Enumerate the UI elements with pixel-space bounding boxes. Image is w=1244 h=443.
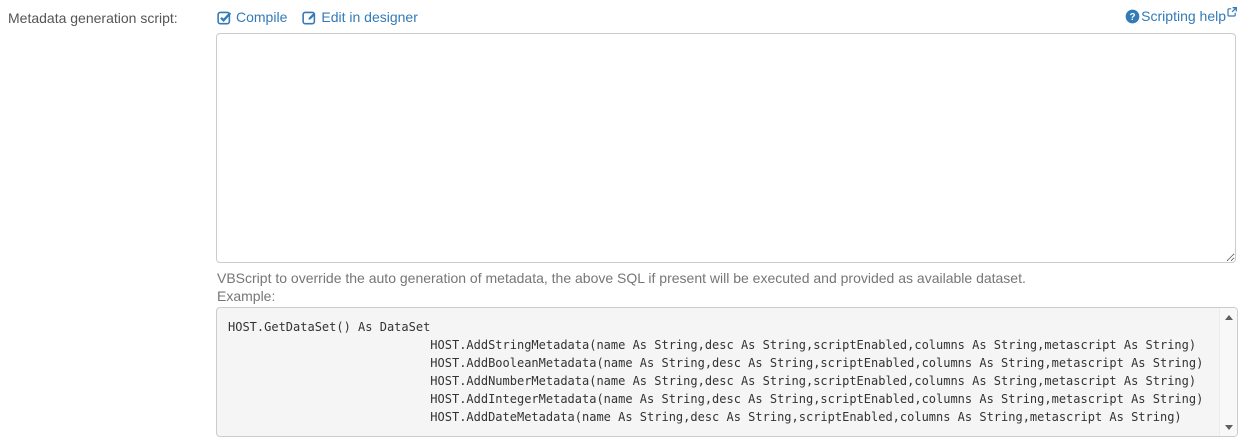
compile-button[interactable]: Compile (217, 9, 287, 25)
scroll-up-button[interactable] (1220, 309, 1237, 325)
example-label: Example: (217, 288, 276, 304)
external-link-icon (1227, 7, 1237, 17)
code-line: HOST.AddNumberMetadata(name As String,de… (228, 374, 1197, 388)
svg-text:?: ? (1130, 11, 1136, 22)
compile-button-label: Compile (236, 9, 288, 25)
edit-in-designer-button[interactable]: Edit in designer (302, 9, 418, 25)
example-code-content: HOST.GetDataSet() As DataSet HOST.AddStr… (217, 308, 1220, 436)
question-circle-icon: ? (1125, 9, 1140, 24)
scroll-down-arrow-icon (1224, 424, 1233, 430)
metadata-generation-script-label: Metadata generation script: (8, 10, 178, 26)
scroll-up-arrow-icon (1224, 314, 1233, 320)
code-line: HOST.GetDataSet() As DataSet (228, 320, 431, 334)
code-block-scrollbar[interactable] (1219, 308, 1237, 436)
example-code-block: HOST.GetDataSet() As DataSet HOST.AddStr… (216, 307, 1238, 437)
scripting-help-link-label: Scripting help (1141, 8, 1226, 24)
code-line: HOST.AddStringMetadata(name As String,de… (228, 338, 1197, 352)
code-line: HOST.AddBooleanMetadata(name As String,d… (228, 356, 1204, 370)
check-square-icon (217, 10, 232, 25)
code-line: HOST.AddIntegerMetadata(name As String,d… (228, 392, 1204, 406)
pencil-square-icon (302, 10, 317, 25)
script-toolbar: Compile Edit in designer (217, 9, 418, 25)
code-line: HOST.AddDateMetadata(name As String,desc… (228, 410, 1182, 424)
script-help-text: VBScript to override the auto generation… (217, 270, 1026, 286)
edit-in-designer-button-label: Edit in designer (321, 9, 418, 25)
scroll-down-button[interactable] (1220, 419, 1237, 435)
metadata-script-input[interactable] (216, 33, 1236, 263)
scripting-help-link[interactable]: ? Scripting help (1125, 7, 1237, 24)
